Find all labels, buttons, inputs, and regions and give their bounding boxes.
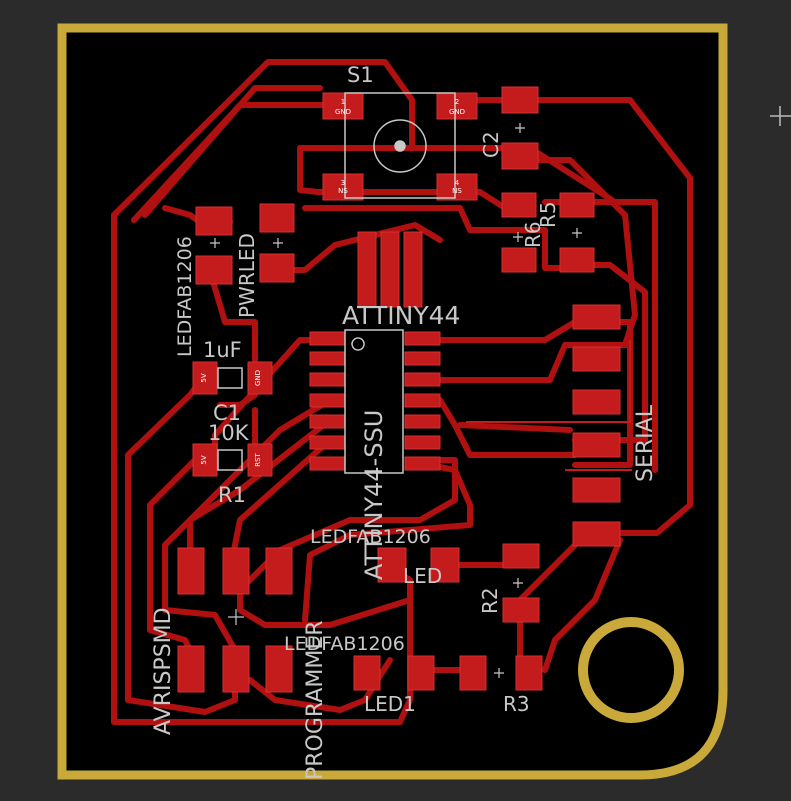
r1-pad-1 [192, 443, 218, 477]
r2-pad-2 [502, 597, 540, 623]
c2-pad-2 [501, 142, 539, 170]
r2-label: R2 [478, 587, 502, 614]
pin-labels: 1 GND 2 GND 3 NS 4 NS 5V GND 5V RST [200, 98, 465, 467]
r1-label: R1 [218, 483, 246, 507]
svg-text:4: 4 [455, 179, 460, 187]
serial-pad-1 [572, 304, 621, 330]
r3-pad-2 [515, 655, 543, 691]
r6-pad-1 [501, 192, 537, 218]
led1-label: LED1 [364, 692, 416, 716]
led-pad-1 [377, 547, 407, 583]
led1-pad-2 [407, 655, 435, 691]
s1-body [344, 92, 456, 199]
ledfab-top-pad-1 [195, 206, 233, 236]
r2-pad-1 [502, 543, 540, 569]
svg-text:NS: NS [338, 187, 348, 195]
serial-pad-5 [572, 477, 621, 503]
svg-text:NS: NS [452, 187, 462, 195]
led-pad-2 [430, 547, 460, 583]
serial-pad-2 [572, 346, 621, 372]
svg-text:GND: GND [335, 108, 351, 116]
r6-label: R6 [521, 221, 545, 248]
serial-pad-3 [572, 389, 621, 415]
r3-label: R3 [503, 692, 530, 716]
svg-text:GND: GND [449, 108, 465, 116]
s1-pad-ns-2 [436, 173, 478, 201]
avrisp-pad-1 [177, 547, 205, 595]
mounting-hole [578, 617, 684, 723]
r5-label: R5 [536, 201, 560, 228]
avrisp-pad-5 [222, 645, 250, 693]
mcu-tab-3 [403, 231, 423, 308]
svg-text:2: 2 [455, 98, 459, 106]
c2-pad-1 [501, 86, 539, 114]
programmer-label: PROGRAMMER [303, 620, 328, 780]
avrisp-label: AVRISPSMD [151, 607, 176, 735]
svg-text:GND: GND [254, 370, 262, 386]
r5-pad-1 [559, 192, 595, 218]
mcu-package-label: ATTINY44-SSU [360, 410, 388, 580]
ledfab-top-pad-2 [195, 255, 233, 285]
ledfab-top-label: LEDFAB1206 [174, 236, 196, 357]
mcu-body [344, 329, 404, 474]
r1-pad-2 [247, 443, 273, 477]
serial-pad-6 [572, 521, 621, 547]
r5-pad-2 [559, 247, 595, 273]
serial-label: SERIAL [633, 404, 658, 482]
led-label: LED [403, 564, 442, 588]
svg-text:5V: 5V [200, 455, 208, 464]
center-markers [210, 123, 582, 678]
mcu-tab-1 [357, 231, 377, 308]
serial-pad-4 [572, 432, 621, 458]
mcu-tab-2 [380, 231, 400, 308]
silkscreen [217, 92, 632, 474]
mcu-name-label: ATTINY44 [342, 301, 460, 330]
s1-pad-ns-1 [322, 173, 364, 201]
s1-pad-gnd-1 [322, 92, 364, 120]
svg-text:5V: 5V [200, 373, 208, 382]
s1-button [373, 119, 427, 173]
avrisp-pad-3 [265, 547, 293, 595]
svg-text:1: 1 [341, 98, 345, 106]
ledfab-low-label: LEDFAB1206 [284, 633, 405, 655]
c2-label: C2 [479, 131, 503, 158]
s1-pad-gnd-2 [436, 92, 478, 120]
c1-label: C1 [213, 401, 241, 425]
c1-pad-1 [192, 361, 218, 395]
c1-value-label: 1uF [203, 338, 242, 362]
avrisp-pad-6 [265, 645, 293, 693]
svg-text:RST: RST [254, 452, 262, 466]
c1-pad-2 [247, 361, 273, 395]
r6-pad-2 [501, 247, 537, 273]
origin-crosshair [770, 106, 791, 126]
avrisp-pad-2 [222, 547, 250, 595]
ledfab-mid-label: LEDFAB1206 [310, 526, 431, 548]
avrisp-pad-4 [177, 645, 205, 693]
pwrled-pad-2 [259, 253, 295, 283]
pwrled-label: PWRLED [235, 233, 259, 318]
r1-value-label: 10K [208, 421, 250, 445]
traces [111, 59, 693, 725]
r3-pad-1 [459, 655, 487, 691]
component-labels: S1 C2 R5 R6 LEDFAB1206 PWRLED 1uF C1 10K… [151, 63, 658, 780]
s1-label: S1 [347, 63, 374, 87]
pads [177, 86, 621, 693]
led1-pad-1 [353, 655, 381, 691]
pwrled-pad-1 [259, 203, 295, 233]
svg-text:3: 3 [341, 179, 345, 187]
